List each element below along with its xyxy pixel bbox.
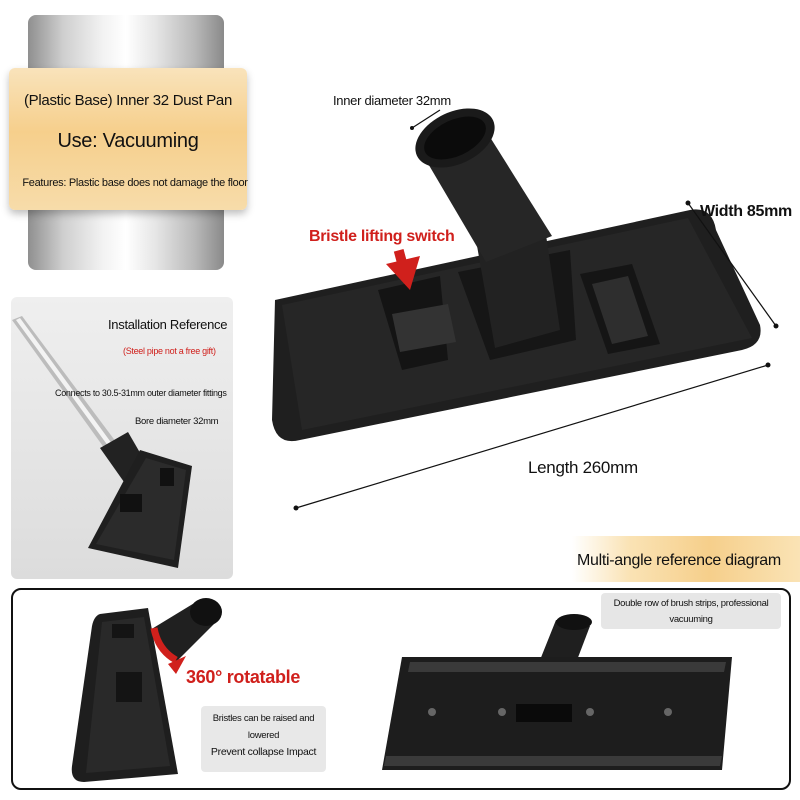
info-title: (Plastic Base) Inner 32 Dust Pan <box>23 92 232 109</box>
double-row-note-line1: Double row of brush strips, professional <box>613 598 769 609</box>
info-card <box>9 68 247 210</box>
multi-angle-heading-bg <box>572 536 800 582</box>
bristles-note-box <box>201 706 326 772</box>
rotatable-nozzle-view-front <box>71 598 222 782</box>
bristles-note-line2: lowered <box>247 730 280 741</box>
bristles-note-line1: Bristles can be raised and <box>212 713 315 724</box>
info-use: Use: Vacuuming <box>57 130 199 152</box>
width-dimension-line <box>685 200 779 329</box>
bore-diameter-label: Bore diameter 32mm <box>135 416 219 427</box>
rotatable-label: 360° rotatable <box>186 667 301 687</box>
double-row-note-line2: vacuuming <box>669 614 713 625</box>
multi-angle-heading: Multi-angle reference diagram <box>577 552 781 569</box>
connects-label: Connects to 30.5-31mm outer diameter fit… <box>55 388 227 398</box>
installation-title: Installation Reference <box>108 317 228 332</box>
main-nozzle <box>272 108 761 442</box>
info-features: Features: Plastic base does not damage t… <box>22 177 248 189</box>
width-label: Width 85mm <box>700 203 792 220</box>
underside-nozzle-view-front <box>382 614 732 770</box>
inner-diameter-line <box>410 109 441 130</box>
installation-note: (Steel pipe not a free gift) <box>123 346 216 356</box>
length-dimension-line <box>293 362 771 511</box>
bristle-switch-label: Bristle lifting switch <box>309 228 455 245</box>
double-row-note-box <box>601 593 781 629</box>
inner-diameter-label: Inner diameter 32mm <box>333 93 451 108</box>
length-label: Length 260mm <box>528 458 638 477</box>
installation-nozzle <box>88 450 192 568</box>
bristles-note-line3: Prevent collapse Impact <box>210 746 317 758</box>
red-arrow-icon <box>386 249 420 290</box>
